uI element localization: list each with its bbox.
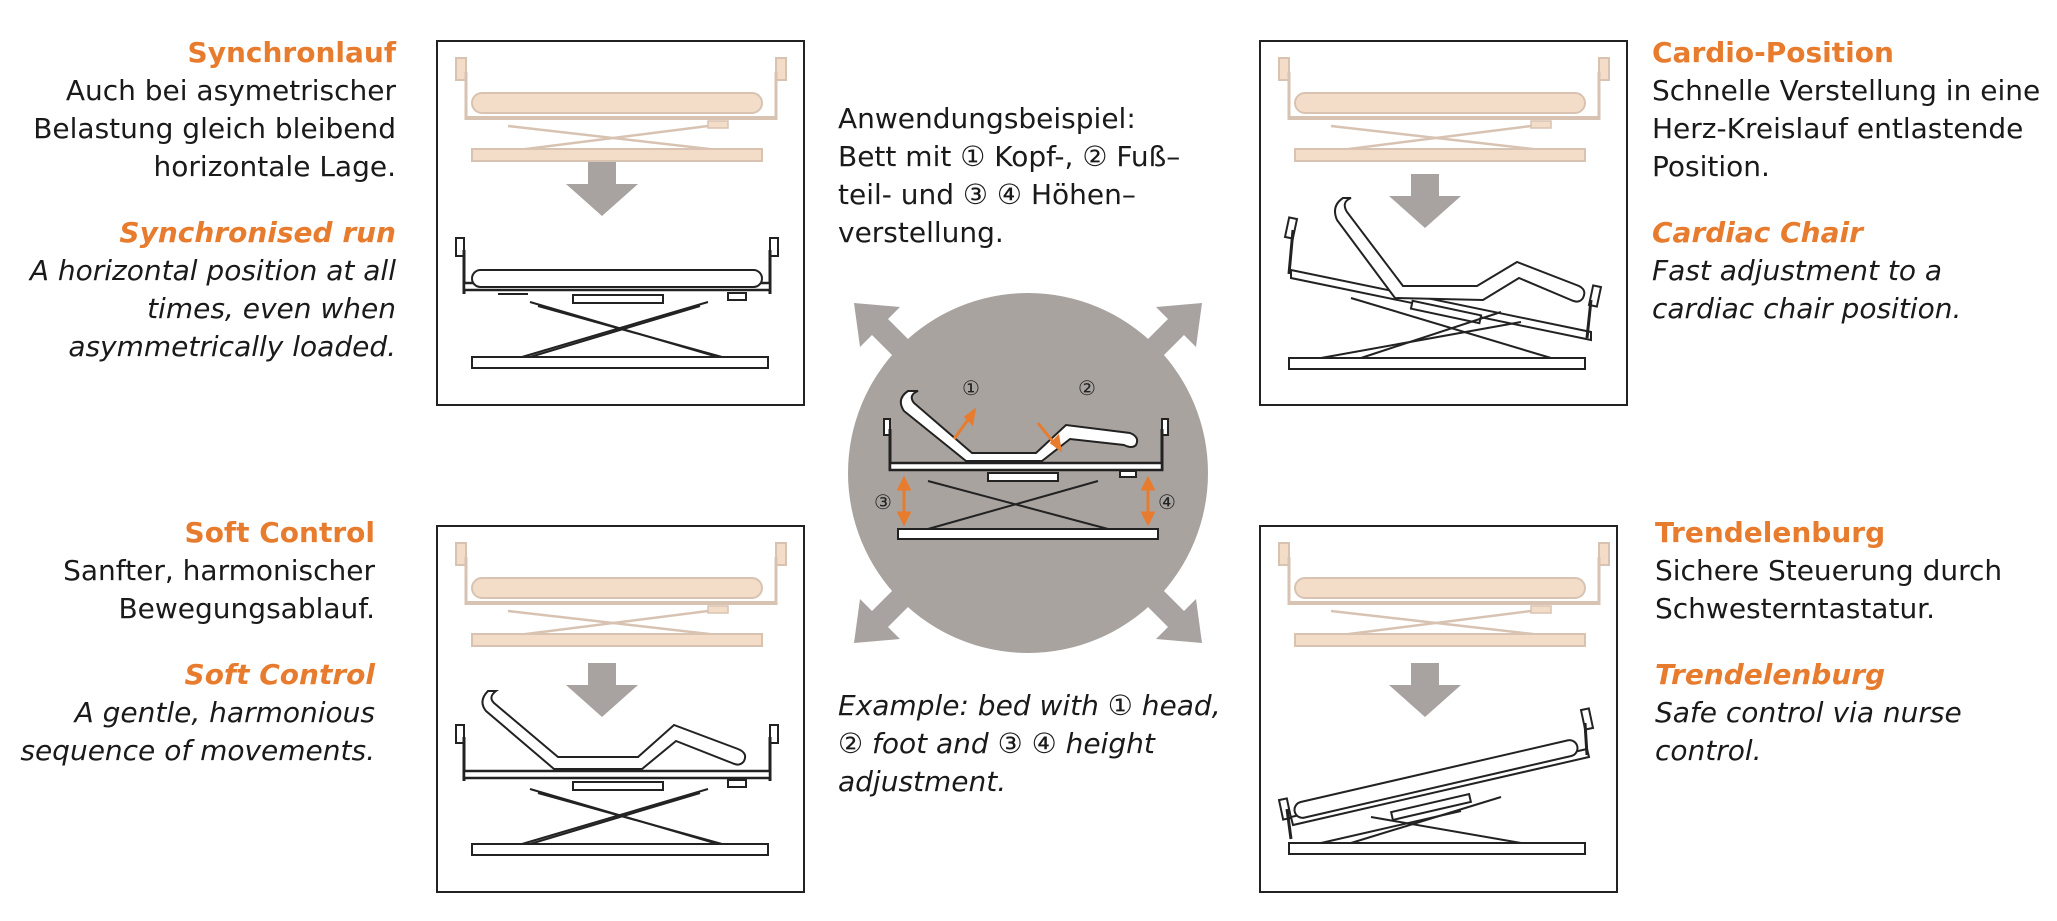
- example-text-en: Example: bed with ① head, ② foot and ③ ④…: [838, 689, 1221, 798]
- trendelenburg-heading: Trendelenburg: [1655, 516, 1886, 549]
- cardio-position-heading: Cardio-Position: [1652, 36, 1894, 69]
- trendelenburg-heading-en: Trendelenburg: [1655, 658, 1886, 691]
- application-example-text: Anwendungsbeispiel: Bett mit ① Kopf-, ② …: [838, 102, 1181, 249]
- down-arrow-icon: [566, 663, 638, 717]
- soft-control-panel: [436, 525, 805, 893]
- soft-control-text: Sanfter, harmonischer Bewegungsablauf.: [63, 554, 375, 625]
- soft-control-heading-en: Soft Control: [184, 658, 375, 691]
- marker-3: ③: [874, 490, 892, 514]
- trendelenburg-description: Trendelenburg Sichere Steuerung durch Sc…: [1655, 514, 2055, 770]
- synchronlauf-heading: Synchronlauf: [187, 36, 396, 69]
- down-arrow-icon: [566, 162, 638, 216]
- soft-control-heading: Soft Control: [184, 516, 375, 549]
- synchronised-run-text: A horizontal position at all times, even…: [29, 254, 396, 363]
- cardio-position-description: Cardio-Position Schnelle Verstellung in …: [1652, 34, 2052, 328]
- bed-adjustment-diagram: ① ② ③ ④: [848, 293, 1208, 653]
- cardiac-chair-heading: Cardiac Chair: [1652, 216, 1863, 249]
- marker-4: ④: [1158, 490, 1176, 514]
- cardiac-chair-panel: [1259, 40, 1628, 406]
- adjustment-arrows: [896, 407, 1156, 527]
- trendelenburg-text-en: Safe control via nurse control.: [1655, 696, 1962, 767]
- synchronised-run-illustration: [454, 56, 788, 369]
- synchronised-run-panel: [436, 40, 805, 406]
- soft-control-description: Soft Control Sanfter, harmonischer Beweg…: [20, 514, 375, 770]
- trendelenburg-text: Sichere Steuerung durch Schwesterntastat…: [1655, 554, 2003, 625]
- synchronlauf-text: Auch bei asymetrischer Belastung gleich …: [33, 74, 396, 183]
- soft-control-illustration: [454, 541, 788, 856]
- down-arrow-icon: [1389, 663, 1461, 717]
- soft-control-text-en: A gentle, harmonious sequence of movemen…: [20, 696, 375, 767]
- synchronised-run-heading: Synchronised run: [119, 216, 396, 249]
- marker-2: ②: [1078, 376, 1096, 400]
- trendelenburg-illustration: [1277, 541, 1611, 855]
- synchronlauf-description: Synchronlauf Auch bei asymetrischer Bela…: [20, 34, 396, 366]
- cardio-position-text: Schnelle Verstellung in eine Herz-Kreisl…: [1652, 74, 2041, 183]
- cardiac-chair-illustration: [1277, 56, 1611, 370]
- marker-1: ①: [962, 376, 980, 400]
- cardiac-chair-text: Fast adjustment to a cardiac chair posit…: [1652, 254, 1962, 325]
- down-arrow-icon: [1389, 174, 1461, 228]
- trendelenburg-panel: [1259, 525, 1618, 893]
- expand-arrows-icon: [854, 303, 1202, 643]
